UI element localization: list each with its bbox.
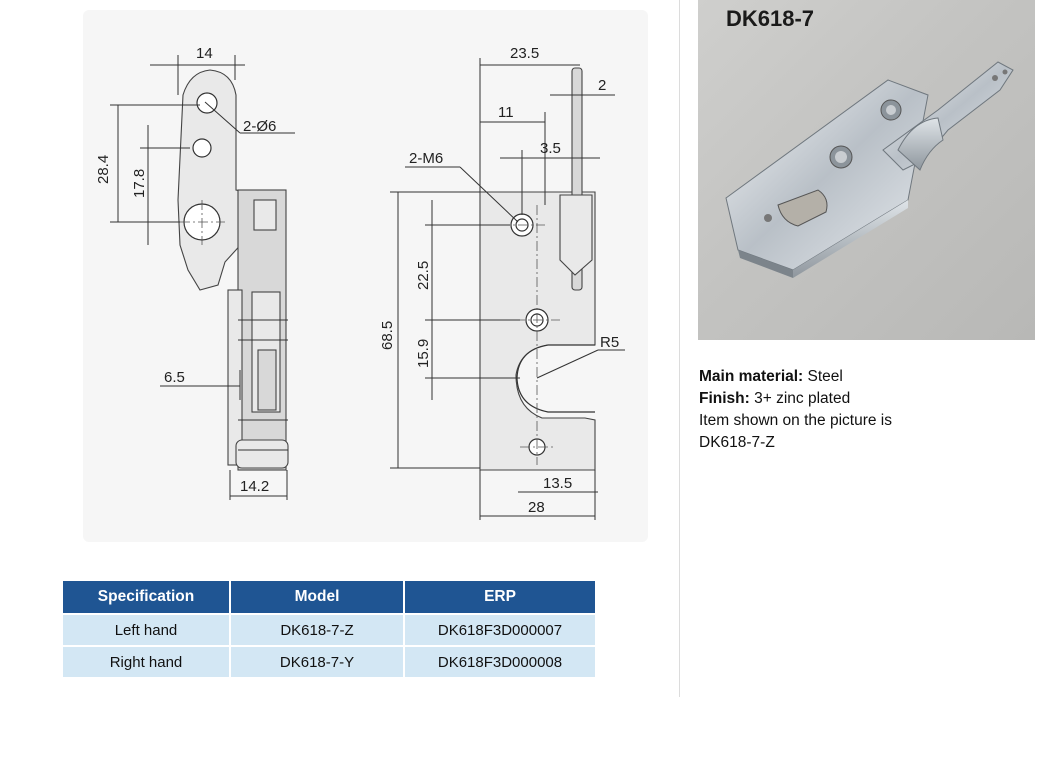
note-line-1: Item shown on the picture is	[699, 412, 892, 429]
finish-value: 3+ zinc plated	[749, 390, 851, 407]
material-label: Main material:	[699, 368, 804, 385]
dim-side-height-inner: 17.8	[131, 169, 148, 198]
dim-front-small: 3.5	[540, 140, 561, 157]
dim-front-bottom-total: 28	[528, 499, 545, 516]
header-erp: ERP	[404, 581, 595, 614]
dim-side-width-top: 14	[196, 45, 213, 62]
dim-front-lower: 15.9	[415, 339, 432, 368]
header-model: Model	[230, 581, 405, 614]
cell-spec: Right hand	[63, 645, 231, 677]
side-hole-2	[192, 138, 212, 158]
cell-model: DK618-7-Y	[230, 645, 405, 677]
material-line: Main material: Steel	[699, 366, 892, 388]
dim-front-top: 23.5	[510, 45, 539, 62]
dim-front-plate: 2	[598, 77, 606, 94]
dim-side-width-bottom: 14.2	[240, 478, 269, 495]
note-line-2: DK618-7-Z	[699, 434, 775, 451]
header-specification: Specification	[63, 581, 231, 614]
latch-illustration	[725, 61, 1014, 278]
product-photo: DK618-7	[698, 0, 1035, 340]
table-row: Left hand DK618-7-Z DK618F3D000007	[63, 613, 595, 646]
product-title: DK618-7	[726, 6, 815, 31]
dim-front-inner: 11	[498, 104, 514, 121]
cell-spec: Left hand	[63, 613, 231, 646]
vertical-divider	[679, 0, 680, 697]
technical-drawing: 14 2-Ø6 28.4 17.8 6.5 14.2	[83, 10, 648, 542]
drawing-svg: 14 2-Ø6 28.4 17.8 6.5 14.2	[95, 45, 625, 520]
cell-model: DK618-7-Z	[230, 613, 405, 646]
cell-erp: DK618F3D000008	[404, 645, 595, 677]
specification-table: Specification Model ERP Left hand DK618-…	[63, 581, 595, 677]
table-header-row: Specification Model ERP	[63, 581, 595, 614]
dim-side-offset: 6.5	[164, 369, 185, 386]
dim-front-threads: 2-M6	[409, 150, 443, 167]
front-view: 23.5 2 11 3.5 2-M6 68.5 22.5	[379, 45, 625, 520]
table-row: Right hand DK618-7-Y DK618F3D000008	[63, 645, 595, 677]
dim-front-hole-spacing: 22.5	[415, 261, 432, 290]
side-view: 14 2-Ø6 28.4 17.8 6.5 14.2	[95, 45, 295, 500]
finish-line: Finish: 3+ zinc plated	[699, 388, 892, 410]
dim-front-total-height: 68.5	[379, 321, 396, 350]
dim-front-bottom-inner: 13.5	[543, 475, 572, 492]
material-value: Steel	[803, 368, 843, 385]
finish-label: Finish:	[699, 390, 750, 407]
product-info: Main material: Steel Finish: 3+ zinc pla…	[699, 366, 892, 454]
dim-side-holes: 2-Ø6	[243, 118, 276, 135]
dim-front-radius: R5	[600, 334, 619, 351]
cell-erp: DK618F3D000007	[404, 613, 595, 646]
dim-side-height-left: 28.4	[95, 155, 112, 184]
